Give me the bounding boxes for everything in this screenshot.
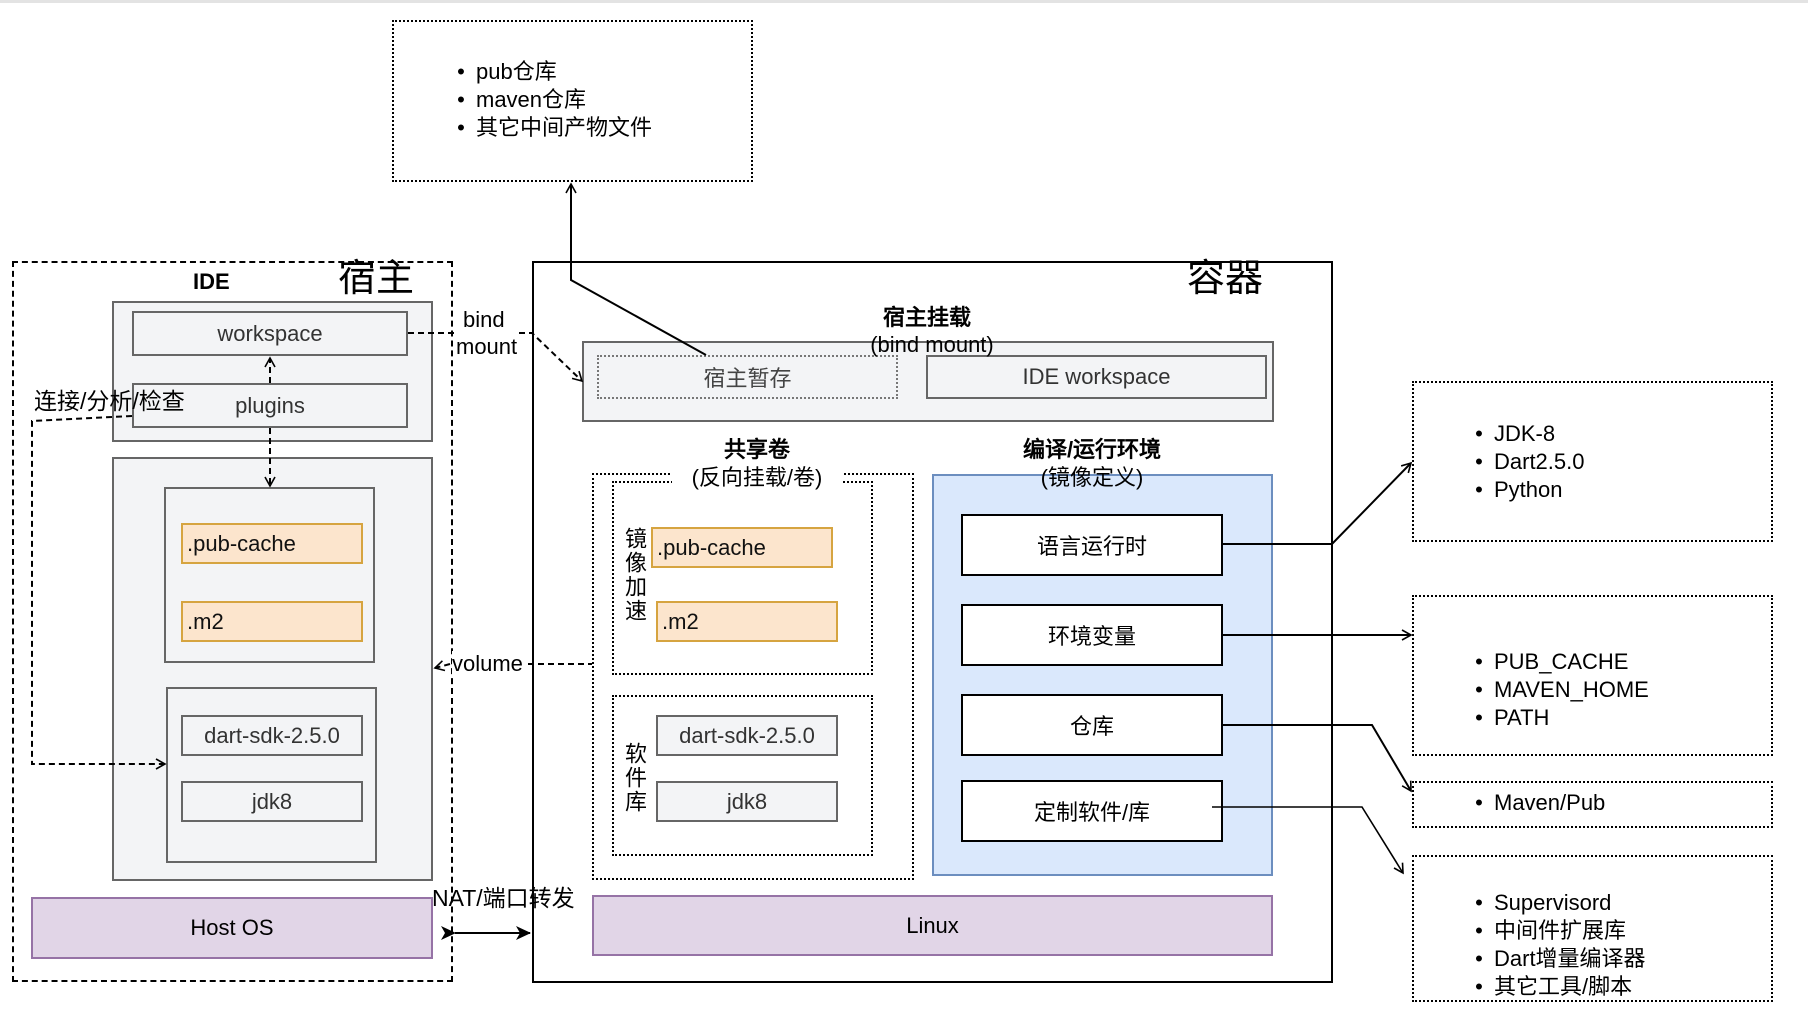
linux-label: Linux — [906, 912, 959, 938]
software-lib-box — [612, 695, 873, 856]
connect-analyze-label: 连接/分析/检查 — [34, 388, 185, 414]
ide-workspace-label: IDE workspace — [1022, 364, 1171, 389]
bind-mount-label: bind mount — [456, 306, 517, 360]
host-frame — [12, 261, 453, 982]
container-jdk-label: jdk8 — [726, 788, 768, 814]
software-list: Supervisord 中间件扩展库 Dart增量编译器 其它工具/脚本 — [1464, 889, 1646, 1001]
runtime-list: JDK-8 Dart2.5.0 Python — [1464, 420, 1585, 504]
container-m2-label: .m2 — [662, 608, 699, 634]
shared-volume-subtitle: (反向挂载/卷) — [672, 465, 842, 491]
host-jdk-label: jdk8 — [251, 788, 293, 814]
env-item-label: 仓库 — [1069, 714, 1114, 739]
repo-list: Maven/Pub — [1464, 789, 1605, 817]
container-jdk-box[interactable]: jdk8 — [656, 781, 838, 822]
host-temp-box[interactable]: 宿主暂存 — [597, 355, 898, 399]
mount-subtitle: (bind mount) — [870, 332, 994, 357]
mirror-accel-box — [612, 481, 873, 675]
env-item-runtime[interactable]: 语言运行时 — [961, 514, 1223, 576]
mount-label: mount — [456, 334, 518, 359]
host-temp-label: 宿主暂存 — [703, 366, 792, 391]
list-item: PUB_CACHE — [1464, 648, 1649, 676]
container-pub-cache-box[interactable]: .pub-cache — [651, 527, 833, 568]
workspace-box[interactable]: workspace — [132, 311, 408, 356]
mirror-accel-label: 镜像加速 — [622, 527, 647, 623]
host-pub-cache-label: .pub-cache — [187, 530, 296, 556]
artifact-list: pub仓库 maven仓库 其它中间产物文件 — [446, 58, 652, 142]
volume-label: volume — [452, 651, 523, 677]
workspace-label: workspace — [217, 320, 323, 346]
container-frame — [532, 261, 1333, 983]
env-title: 编译/运行环境 — [1022, 437, 1162, 462]
host-sdk-box — [166, 687, 377, 863]
list-item: Maven/Pub — [1464, 789, 1605, 817]
env-item-label: 环境变量 — [1047, 624, 1136, 649]
nat-label: NAT/端口转发 — [432, 885, 575, 911]
container-pub-cache-label: .pub-cache — [657, 534, 766, 560]
env-item-label: 定制软件/库 — [1033, 800, 1151, 825]
list-item: pub仓库 — [446, 58, 652, 86]
ide-workspace-box[interactable]: IDE workspace — [926, 355, 1267, 399]
list-item: PATH — [1464, 704, 1649, 732]
host-jdk-box[interactable]: jdk8 — [181, 781, 363, 822]
list-item: Dart增量编译器 — [1464, 945, 1646, 973]
env-vars-note-box: PUB_CACHE MAVEN_HOME PATH — [1412, 595, 1773, 756]
list-item: Dart2.5.0 — [1464, 448, 1585, 476]
list-item: Python — [1464, 476, 1585, 504]
container-dart-sdk-box[interactable]: dart-sdk-2.5.0 — [656, 715, 838, 756]
top-border — [0, 0, 1808, 3]
ide-label: IDE — [193, 269, 230, 294]
env-item-custom-software[interactable]: 定制软件/库 — [961, 780, 1223, 842]
container-dart-sdk-label: dart-sdk-2.5.0 — [679, 722, 815, 748]
env-item-repo[interactable]: 仓库 — [961, 694, 1223, 756]
linux-bar: Linux — [592, 895, 1273, 956]
bind-label: bind — [463, 307, 505, 332]
list-item: JDK-8 — [1464, 420, 1585, 448]
host-title: 宿主 — [338, 258, 415, 300]
runtime-note-box: JDK-8 Dart2.5.0 Python — [1412, 381, 1773, 542]
env-item-label: 语言运行时 — [1036, 534, 1147, 559]
list-item: 其它中间产物文件 — [446, 114, 652, 142]
host-os-label: Host OS — [190, 915, 274, 940]
container-title: 容器 — [1187, 258, 1264, 300]
env-subtitle: (镜像定义) — [1040, 465, 1144, 490]
host-dart-sdk-box[interactable]: dart-sdk-2.5.0 — [181, 715, 363, 756]
plugins-box[interactable]: plugins — [132, 383, 408, 428]
software-note-box: Supervisord 中间件扩展库 Dart增量编译器 其它工具/脚本 — [1412, 855, 1773, 1002]
shared-volume-title: 共享卷 — [723, 437, 790, 462]
list-item: Supervisord — [1464, 889, 1646, 917]
host-os-bar: Host OS — [31, 897, 433, 959]
host-m2-box[interactable]: .m2 — [181, 601, 363, 642]
list-item: 其它工具/脚本 — [1464, 973, 1646, 1001]
list-item: 中间件扩展库 — [1464, 917, 1646, 945]
plugins-label: plugins — [235, 392, 305, 418]
mount-title: 宿主挂载 — [882, 305, 971, 330]
env-vars-list: PUB_CACHE MAVEN_HOME PATH — [1464, 648, 1649, 732]
software-lib-label: 软件库 — [622, 742, 647, 814]
artifact-note-box: pub仓库 maven仓库 其它中间产物文件 — [392, 20, 753, 182]
env-item-env-vars[interactable]: 环境变量 — [961, 604, 1223, 666]
list-item: MAVEN_HOME — [1464, 676, 1649, 704]
repo-note-box: Maven/Pub — [1412, 781, 1773, 828]
host-dart-sdk-label: dart-sdk-2.5.0 — [204, 722, 340, 748]
container-m2-box[interactable]: .m2 — [656, 601, 838, 642]
host-m2-label: .m2 — [187, 608, 224, 634]
host-pub-cache-box[interactable]: .pub-cache — [181, 523, 363, 564]
list-item: maven仓库 — [446, 86, 652, 114]
